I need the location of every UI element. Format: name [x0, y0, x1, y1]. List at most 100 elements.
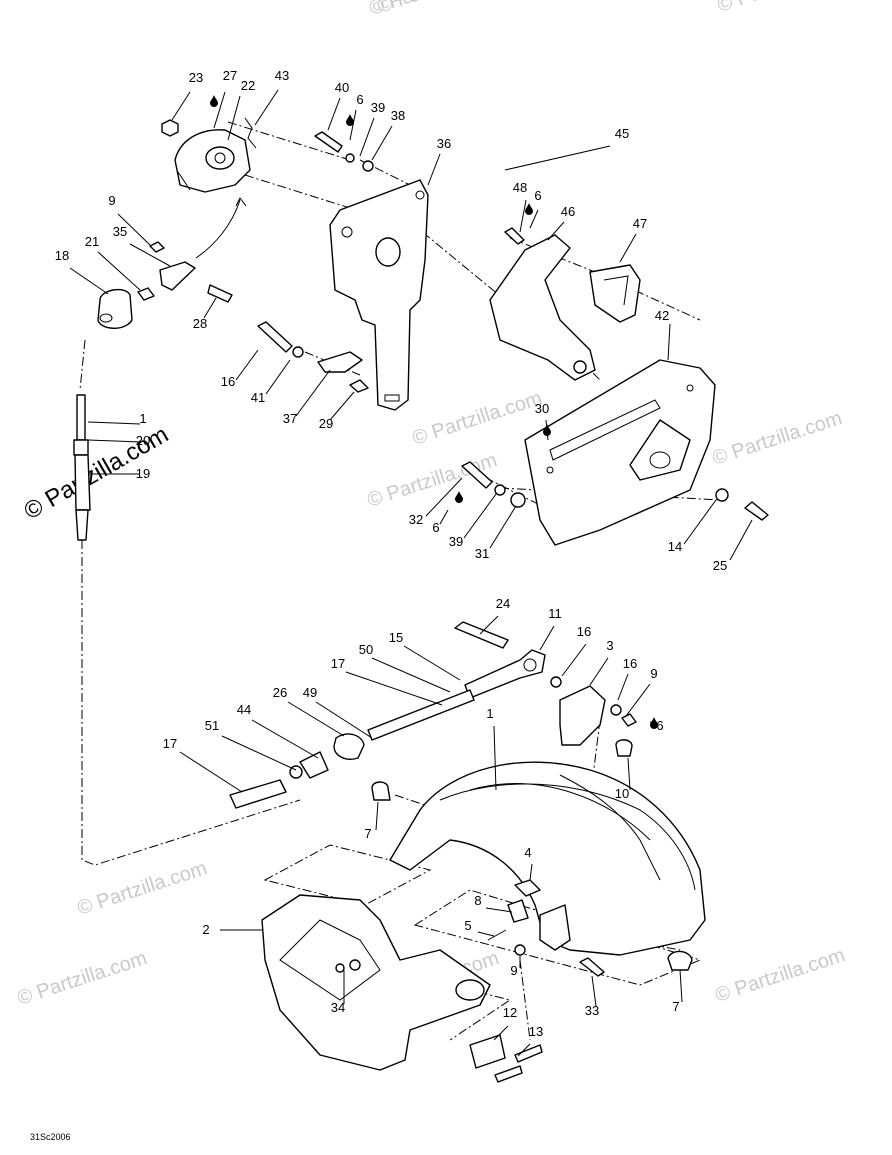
callout-leader: [287, 701, 345, 737]
callout-44: 44: [237, 702, 251, 717]
callout-40: 40: [335, 80, 349, 95]
callout-leader: [213, 91, 226, 129]
callout-19: 19: [136, 466, 150, 481]
callout-7: 7: [672, 999, 679, 1014]
callout-leader: [519, 199, 527, 233]
callout-36: 36: [437, 136, 451, 151]
callout-9: 9: [650, 666, 657, 681]
callout-leader: [359, 117, 375, 157]
callout-4: 4: [524, 845, 531, 860]
callout-leader: [203, 297, 217, 319]
callout-leader: [493, 1025, 509, 1041]
callout-28: 28: [193, 316, 207, 331]
callout-22: 22: [241, 78, 255, 93]
callout-leader: [403, 645, 461, 681]
watermark-text: © Partzilla.com: [375, 0, 510, 18]
callout-15: 15: [389, 630, 403, 645]
callout-49: 49: [303, 685, 317, 700]
callout-leader: [617, 673, 629, 701]
callout-leader: [547, 221, 565, 241]
part-3-16-9-bracket: [550, 676, 637, 757]
callout-38: 38: [391, 108, 405, 123]
callout-16: 16: [623, 656, 637, 671]
callout-leader: [349, 109, 357, 141]
callout-leader: [345, 671, 443, 706]
callout-16: 16: [577, 624, 591, 639]
part-21-18-fitting: [97, 287, 155, 329]
callout-leader: [625, 683, 651, 717]
callout-9: 9: [108, 193, 115, 208]
callout-37: 37: [283, 411, 297, 426]
callout-leader: [87, 439, 141, 443]
callout-21: 21: [85, 234, 99, 249]
callout-leader: [265, 359, 291, 395]
callout-8: 8: [474, 893, 481, 908]
callout-12: 12: [503, 1005, 517, 1020]
callout-leader: [117, 213, 151, 246]
part-4-8-5-9-latch: [487, 879, 605, 977]
callout-51: 51: [205, 718, 219, 733]
callout-46: 46: [561, 204, 575, 219]
callout-leader: [463, 493, 497, 539]
callout-leader: [489, 505, 517, 549]
part-32-39-31-hardware: [461, 461, 769, 521]
callout-leader: [315, 701, 373, 739]
callout-leader: [539, 625, 555, 651]
part-9-35-28-linkage: [149, 197, 247, 303]
oil-drop-icon: [525, 203, 533, 215]
callout-leader: [504, 145, 611, 171]
callout-6: 6: [656, 718, 663, 733]
callout-leader: [589, 657, 609, 686]
callout-26: 26: [273, 685, 287, 700]
oil-drop-icon: [455, 491, 463, 503]
callout-14: 14: [668, 539, 682, 554]
callout-11: 11: [548, 606, 562, 621]
callout-leader: [251, 719, 319, 759]
callout-17: 17: [163, 736, 177, 751]
callout-leader: [627, 757, 631, 791]
callout-leader: [179, 751, 243, 793]
callout-43: 43: [275, 68, 289, 83]
callout-leader: [619, 233, 637, 263]
callout-leader: [529, 863, 533, 881]
callout-3: 3: [606, 638, 613, 653]
callout-leader: [235, 349, 259, 381]
callout-2: 2: [202, 922, 209, 937]
callout-leader: [679, 969, 683, 1003]
callout-6: 6: [534, 188, 541, 203]
watermark-text: © Partzilla.com: [710, 407, 845, 470]
callout-leader: [221, 735, 297, 771]
watermark-text: © Partzilla.com: [715, 0, 850, 17]
part-24-11-15-linkage-rod: [454, 621, 546, 699]
callout-7: 7: [364, 826, 371, 841]
part-27-22-pivot-housing: [174, 117, 257, 193]
callout-29: 29: [319, 416, 333, 431]
callout-41: 41: [251, 390, 265, 405]
callout-leader: [97, 251, 141, 291]
part-12-13-terminal: [469, 1034, 543, 1083]
callout-16: 16: [221, 374, 235, 389]
callout-leader: [479, 615, 499, 635]
callout-leader: [729, 519, 753, 561]
callout-leader: [375, 801, 379, 831]
callout-leader: [427, 153, 441, 186]
oil-drop-icon: [346, 114, 354, 126]
callout-48: 48: [513, 180, 527, 195]
callout-34: 34: [331, 1000, 345, 1015]
callout-leader: [171, 91, 191, 121]
callout-leader: [485, 907, 513, 913]
callout-1: 1: [139, 411, 146, 426]
oil-drop-icon: [650, 717, 658, 729]
callout-leader: [493, 725, 497, 791]
part-46-47-handle: [489, 227, 641, 381]
callout-leader: [371, 657, 451, 693]
callout-24: 24: [496, 596, 510, 611]
part-40-bolt: [314, 131, 374, 172]
drawing-code: 31Sc2006: [30, 1132, 71, 1142]
callout-leader: [87, 421, 141, 425]
watermark-layer: © Partzilla.com © Partzilla.com © Partzill…: [15, 0, 850, 1010]
callout-27: 27: [223, 68, 237, 83]
callout-47: 47: [633, 216, 647, 231]
part-50-49-17-cable: [229, 689, 475, 809]
